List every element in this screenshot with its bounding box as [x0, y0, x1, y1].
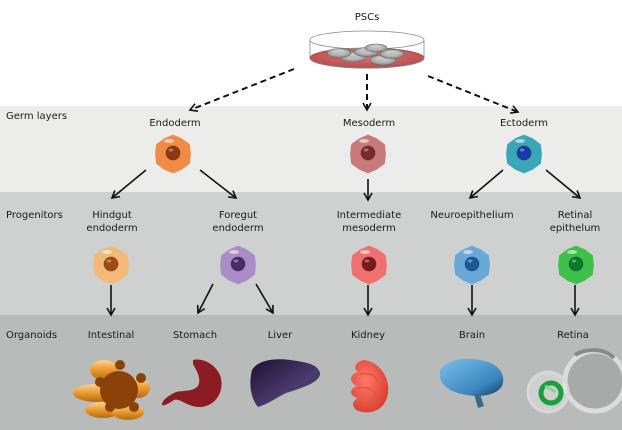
row-label-organoids: Organoids: [6, 330, 58, 341]
label-line-2: epithelum: [549, 223, 601, 234]
petri-dish-icon: [309, 30, 425, 69]
cell-hindgut: [93, 245, 129, 285]
source-label: PSCs: [354, 12, 380, 23]
cell-nucleus: [464, 256, 480, 272]
cell-nucleus: [361, 256, 377, 272]
cell-highlight: [515, 139, 525, 143]
cell-nucleus: [568, 256, 584, 272]
nucleus-highlight: [364, 259, 370, 263]
nucleus-highlight: [363, 148, 369, 152]
stomach-icon: [162, 359, 222, 408]
arrow-endoderm-to-hindgut: [110, 169, 147, 200]
intestinal-organoid-icon: [73, 360, 150, 420]
cell-nucleus: [516, 145, 532, 161]
label-mesoderm: Mesoderm: [342, 118, 396, 129]
label-ectoderm: Ectoderm: [499, 118, 549, 129]
nucleus-highlight: [519, 148, 525, 152]
cell-nucleus: [230, 256, 246, 272]
label-neuroepithelium: Neuroepithelium: [430, 210, 514, 221]
label-stomach: Stomach: [172, 330, 218, 341]
nucleus-highlight: [467, 259, 473, 263]
label-brain: Brain: [458, 330, 486, 341]
arrow-ectoderm-to-retinal: [545, 169, 582, 200]
label-line-1: Hindgut: [92, 210, 132, 221]
cell-highlight: [164, 139, 174, 143]
cell-mesoderm: [350, 134, 386, 174]
label-retinal-epithelium: Retinal epithelum: [550, 209, 601, 235]
label-kidney: Kidney: [350, 330, 386, 341]
row-label-germ-layers: Germ layers: [6, 111, 68, 122]
retina-icon: [526, 348, 622, 414]
cell-foregut: [220, 245, 256, 285]
cell-neuroepithelium: [454, 245, 490, 285]
arrow-foregut-to-stomach: [196, 283, 214, 315]
label-intermediate-mesoderm: Intermediate mesoderm: [337, 209, 402, 235]
arrow-endoderm-to-foregut: [199, 169, 238, 199]
arrow-ectoderm-to-neuroepithelium: [468, 169, 504, 200]
liver-icon: [250, 359, 321, 407]
label-line-1: Foregut: [218, 210, 258, 221]
cell-highlight: [229, 250, 239, 254]
label-line-2: endoderm: [86, 223, 138, 234]
cell-highlight: [567, 250, 577, 254]
label-line-1: Retinal: [557, 210, 593, 221]
nucleus-highlight: [233, 259, 239, 263]
label-endoderm: Endoderm: [149, 118, 201, 129]
label-liver: Liver: [267, 330, 293, 341]
label-line-2: endoderm: [212, 223, 264, 234]
cell-highlight: [463, 250, 473, 254]
cell-ectoderm: [506, 134, 542, 174]
label-hindgut-endoderm: Hindgut endoderm: [86, 209, 137, 235]
label-foregut-endoderm: Foregut endoderm: [212, 209, 263, 235]
label-intestinal: Intestinal: [87, 330, 135, 341]
arrow-psc-to-endoderm: [188, 68, 295, 112]
label-line-2: mesoderm: [342, 223, 396, 234]
cell-nucleus: [165, 145, 181, 161]
kidney-icon: [351, 360, 389, 413]
arrow-psc-to-ectoderm: [427, 75, 520, 114]
cell-nucleus: [360, 145, 376, 161]
nucleus-highlight: [106, 259, 112, 263]
nucleus-highlight: [168, 148, 174, 152]
cell-nucleus: [103, 256, 119, 272]
nucleus-highlight: [571, 259, 577, 263]
arrow-foregut-to-liver: [255, 283, 274, 315]
cell-highlight: [360, 250, 370, 254]
row-label-progenitors: Progenitors: [6, 210, 63, 221]
cell-intermediate-mesoderm: [351, 245, 387, 285]
cell-retinal-epithelium: [558, 245, 594, 285]
cell-highlight: [102, 250, 112, 254]
cell-highlight: [359, 139, 369, 143]
label-line-1: Intermediate: [336, 210, 402, 221]
brain-icon: [440, 358, 504, 408]
label-retina: Retina: [557, 330, 589, 341]
cell-endoderm: [155, 134, 191, 174]
